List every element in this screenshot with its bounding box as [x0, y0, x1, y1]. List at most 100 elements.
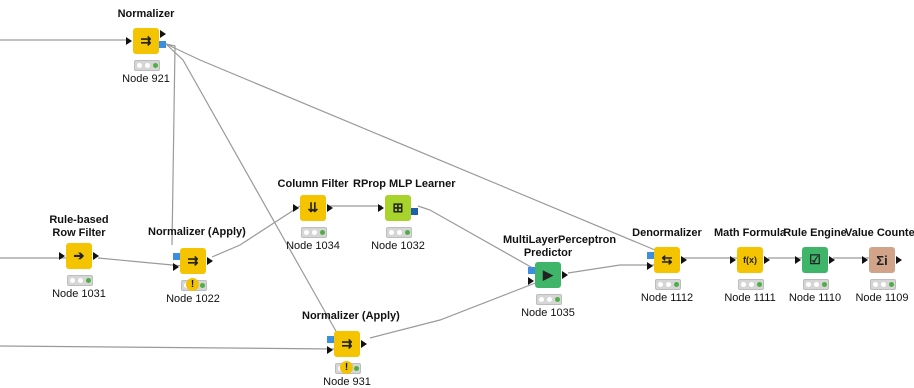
node-label[interactable]: Node 921 — [122, 73, 170, 85]
column-filter-icon[interactable]: ⇊ — [300, 195, 326, 221]
node-title[interactable]: Column Filter — [277, 178, 349, 190]
status-light — [546, 297, 552, 302]
node-normalizer-apply[interactable]: Normalizer (Apply) ⇉! Node 931 — [302, 0, 400, 388]
status-light — [740, 282, 746, 287]
input-port[interactable] — [647, 262, 653, 270]
status-light — [813, 282, 819, 287]
status-indicator — [67, 275, 93, 286]
connection-line[interactable] — [97, 257, 184, 267]
predictor-icon[interactable]: ▶ — [535, 262, 561, 288]
status-light — [77, 278, 83, 283]
model-input-port[interactable] — [173, 253, 180, 260]
node-label[interactable]: Node 1031 — [52, 288, 106, 300]
node-normalizer[interactable]: Normalizer ⇉ Node 921 — [101, 0, 191, 100]
node-denormalizer[interactable]: Denormalizer ⇆ Node 1112 — [622, 0, 712, 304]
node-title[interactable]: Rule Engine — [783, 227, 847, 239]
output-port[interactable] — [207, 257, 213, 265]
input-port[interactable] — [528, 277, 534, 285]
mlp-learner-icon[interactable]: ⊞ — [385, 195, 411, 221]
rule-engine-icon[interactable]: ☑ — [802, 247, 828, 273]
model-input-port[interactable] — [647, 252, 654, 259]
node-math-formula[interactable]: Math Formula f(x) Node 1111 — [705, 0, 795, 304]
node-label[interactable]: Node 1110 — [788, 292, 842, 304]
connection-line[interactable] — [0, 345, 337, 350]
node-rule-engine[interactable]: Rule Engine ☑ Node 1110 — [770, 0, 860, 304]
status-light — [303, 230, 309, 235]
output-port[interactable] — [681, 256, 687, 264]
node-label[interactable]: Node 1032 — [371, 240, 425, 252]
input-port[interactable] — [126, 37, 132, 45]
model-output-port[interactable] — [159, 41, 166, 48]
node-title[interactable]: RProp MLP Learner — [353, 178, 456, 190]
warning-icon[interactable]: ! — [186, 278, 199, 291]
output-port[interactable] — [361, 340, 367, 348]
status-light — [888, 282, 894, 287]
connection-line[interactable] — [211, 205, 301, 258]
normalizer-icon[interactable]: ⇉ — [133, 28, 159, 54]
node-normalizer-apply[interactable]: Normalizer (Apply) ⇉! Node 1022 — [148, 0, 246, 305]
warning-icon[interactable]: ! — [340, 361, 353, 374]
row-filter-icon[interactable]: ➔ — [66, 243, 92, 269]
status-light — [805, 282, 811, 287]
node-title[interactable]: Denormalizer — [632, 227, 702, 239]
normalizer-apply-icon[interactable]: ⇉ — [180, 248, 206, 274]
model-input-port[interactable] — [327, 336, 334, 343]
output-port[interactable] — [562, 271, 568, 279]
node-column-filter[interactable]: Column Filter ⇊ Node 1034 — [268, 0, 358, 252]
node-label[interactable]: Node 1111 — [724, 292, 776, 304]
connection-line[interactable] — [369, 281, 539, 339]
input-port[interactable] — [293, 204, 299, 212]
status-light — [152, 63, 158, 68]
status-light — [880, 282, 886, 287]
connection-line[interactable] — [165, 43, 176, 246]
status-light — [69, 278, 75, 283]
input-port[interactable] — [730, 256, 736, 264]
output-port[interactable] — [764, 256, 770, 264]
node-title[interactable]: Math Formula — [713, 227, 787, 239]
denormalizer-icon[interactable]: ⇆ — [654, 247, 680, 273]
status-light — [319, 230, 325, 235]
connection-line[interactable] — [417, 205, 539, 272]
input-port[interactable] — [795, 256, 801, 264]
node-title[interactable]: Value Counter — [845, 227, 914, 239]
output-port[interactable] — [896, 256, 902, 264]
node-title[interactable]: Normalizer (Apply) — [302, 310, 400, 322]
value-counter-icon[interactable]: Σi — [869, 247, 895, 273]
status-light — [311, 230, 317, 235]
status-indicator — [536, 294, 562, 305]
status-light — [821, 282, 827, 287]
input-port[interactable] — [173, 263, 179, 271]
math-formula-icon[interactable]: f(x) — [737, 247, 763, 273]
node-label[interactable]: Node 1034 — [286, 240, 340, 252]
node-label[interactable]: Node 1035 — [521, 307, 575, 319]
node-multilayerperceptron-predictor[interactable]: MultiLayerPerceptron Predictor ▶ Node 1035 — [503, 0, 616, 319]
status-light — [756, 282, 762, 287]
connection-line[interactable] — [567, 264, 657, 274]
input-port[interactable] — [378, 204, 384, 212]
connection-line[interactable] — [165, 43, 338, 334]
node-label[interactable]: Node 1022 — [166, 293, 220, 305]
node-title[interactable]: MultiLayerPerceptron Predictor — [503, 234, 617, 259]
node-rule-based-row-filter[interactable]: Rule-based Row Filter ➔ Node 1031 — [34, 0, 124, 300]
node-label[interactable]: Node 1109 — [855, 292, 909, 304]
output-port[interactable] — [160, 30, 166, 38]
node-rprop-mlp-learner[interactable]: RProp MLP Learner ⊞ Node 1032 — [353, 0, 456, 252]
output-port[interactable] — [327, 204, 333, 212]
model-input-port[interactable] — [528, 267, 535, 274]
connection-line[interactable] — [165, 43, 656, 251]
status-indicator — [386, 227, 412, 238]
node-title[interactable]: Normalizer (Apply) — [148, 226, 246, 238]
model-output-port[interactable] — [411, 208, 418, 215]
node-label[interactable]: Node 1112 — [640, 292, 694, 304]
input-port[interactable] — [862, 256, 868, 264]
node-label[interactable]: Node 931 — [323, 376, 371, 388]
input-port[interactable] — [59, 252, 65, 260]
node-title[interactable]: Normalizer — [117, 8, 175, 20]
normalizer-apply-icon[interactable]: ⇉ — [334, 331, 360, 357]
status-light — [136, 63, 142, 68]
output-port[interactable] — [93, 252, 99, 260]
output-port[interactable] — [829, 256, 835, 264]
input-port[interactable] — [327, 346, 333, 354]
node-title[interactable]: Rule-based Row Filter — [49, 214, 109, 239]
